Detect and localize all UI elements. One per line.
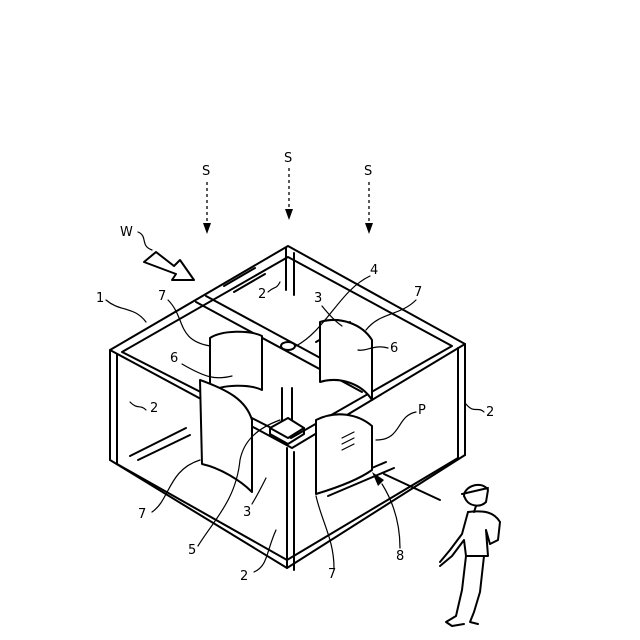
label-frame-member-top: 2 [258, 287, 266, 302]
label-outer-blade-bottom-left: 7 [138, 507, 146, 522]
wind-arrow: W [120, 225, 194, 280]
sunlight-arrows: S S S [202, 151, 373, 234]
label-shaft-hole: 4 [370, 263, 378, 278]
label-outer-blade-top-left: 7 [158, 289, 166, 304]
person-figure [440, 485, 500, 626]
sunlight-label-right: S [364, 164, 372, 179]
label-blade-holder-bottom: 3 [243, 505, 251, 520]
label-blade-holder-top: 3 [314, 291, 322, 306]
wind-label: W [120, 225, 133, 240]
label-frame: 1 [96, 291, 104, 306]
label-opening: 8 [396, 549, 404, 564]
label-inner-blade-right: 6 [390, 341, 398, 356]
label-inner-blade-left: 6 [170, 351, 178, 366]
sunlight-label-center: S [284, 151, 292, 166]
label-main-shaft: 5 [188, 543, 196, 558]
label-outer-blade-top-right: 7 [414, 285, 422, 300]
label-frame-member-left: 2 [150, 401, 158, 416]
sunlight-label-left: S [202, 164, 210, 179]
label-frame-member-bottom: 2 [240, 569, 248, 584]
label-outer-blade-bottom-right: 7 [328, 567, 336, 582]
label-panel: P [418, 403, 426, 418]
label-frame-member-right: 2 [486, 405, 494, 420]
